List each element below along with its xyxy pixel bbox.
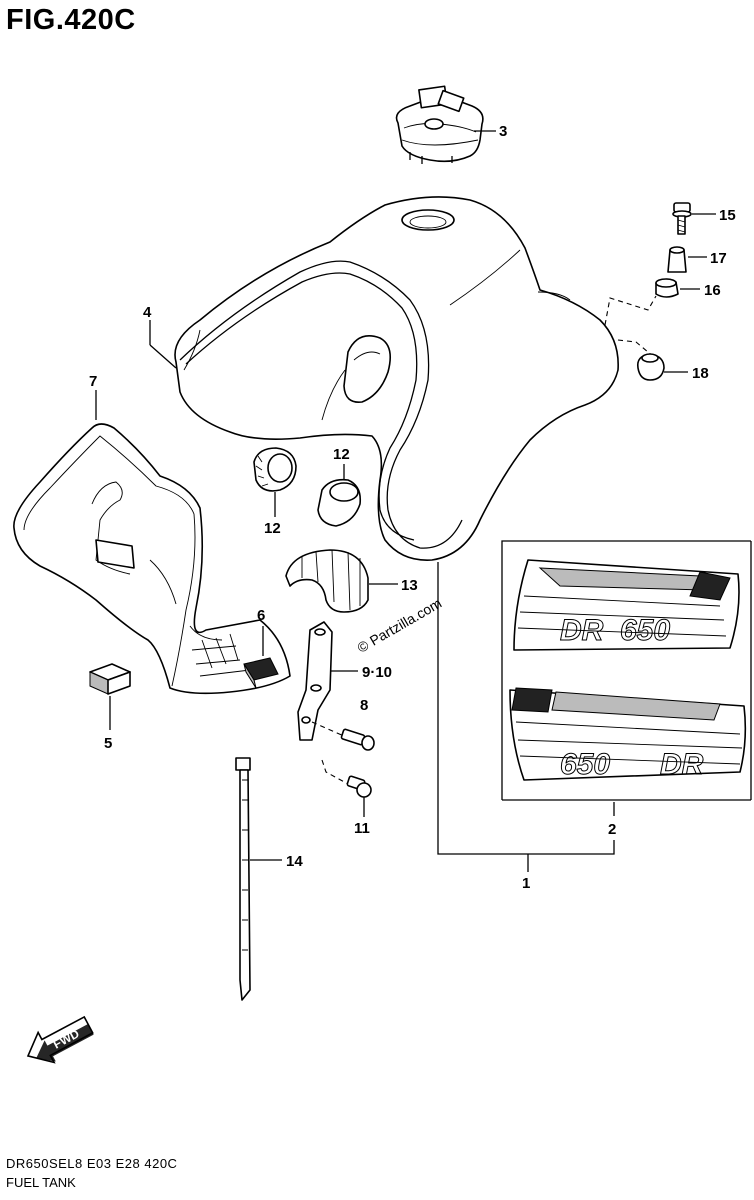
fuel-cap-part — [395, 85, 484, 164]
clamp-band-14-part — [235, 757, 251, 1001]
callout-16: 16 — [704, 282, 721, 299]
callout-14: 14 — [286, 853, 303, 870]
svg-text:650: 650 — [560, 748, 610, 781]
callout-17: 17 — [710, 250, 727, 267]
side-cover-7-part — [13, 423, 291, 695]
callout-9-10: 9·10 — [362, 664, 392, 681]
model-code-footer: DR650SEL8 E03 E28 420C — [6, 1156, 178, 1171]
callout-11: 11 — [354, 820, 370, 837]
bolt-11-part — [346, 775, 372, 798]
pad-6-part — [243, 657, 279, 689]
callout-12-right: 12 — [333, 446, 350, 463]
bracket-9-10-part — [297, 621, 333, 741]
decal-lower-part: 650 DR — [509, 687, 747, 782]
bolt-8-part — [340, 728, 375, 751]
figure-title: FIG.420C — [6, 4, 136, 36]
callout-4: 4 — [143, 304, 152, 321]
grommet-18-part — [636, 353, 665, 381]
callout-7: 7 — [89, 373, 97, 390]
callout-12-left: 12 — [264, 520, 281, 537]
figure-name-footer: FUEL TANK — [6, 1175, 76, 1190]
callout-8: 8 — [360, 697, 368, 714]
bolt-15-part — [672, 202, 692, 235]
cushion-12-right-part — [317, 478, 362, 527]
callout-18: 18 — [692, 365, 709, 382]
svg-text:DR: DR — [660, 748, 704, 781]
collar-17-part — [667, 246, 687, 273]
callout-15: 15 — [719, 207, 736, 224]
fuel-tank-part — [174, 196, 619, 561]
fwd-arrow-icon: FWD — [26, 1015, 94, 1064]
watermark-text: © Partzilla.com — [355, 595, 445, 656]
cushion-12-left-part — [253, 447, 297, 492]
cushion-13-part — [285, 549, 369, 613]
cushion-16-part — [655, 278, 679, 298]
svg-text:650: 650 — [620, 614, 670, 647]
callout-5: 5 — [104, 735, 112, 752]
callout-6: 6 — [257, 607, 265, 624]
group-bracket-1 — [437, 562, 615, 872]
callout-1: 1 — [522, 875, 530, 892]
callout-2: 2 — [608, 821, 616, 838]
svg-text:DR: DR — [560, 614, 604, 647]
pad-5-part — [89, 663, 131, 695]
decal-set-2-box — [501, 540, 752, 801]
decal-upper-part: DR 650 — [513, 559, 740, 651]
callout-3: 3 — [499, 123, 507, 140]
callout-13: 13 — [401, 577, 418, 594]
